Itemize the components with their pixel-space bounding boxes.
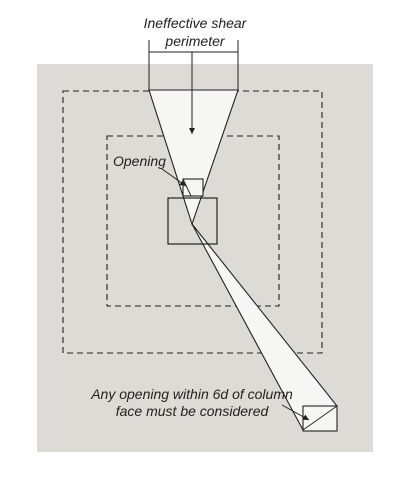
column — [167, 197, 218, 245]
shear-perimeter-label-line1: Ineffective shear — [144, 15, 248, 31]
outer-critical-perimeter — [62, 90, 323, 354]
note-label-line2: face must be considered — [116, 403, 270, 419]
note-leader-arrow — [281, 404, 310, 421]
note-label-line1: Any opening within 6d of column — [90, 386, 293, 402]
far-opening-diagonal — [302, 405, 338, 431]
near-opening — [182, 178, 204, 197]
opening-label: Opening — [113, 153, 166, 169]
opening-leader-arrow — [161, 168, 187, 187]
ineffective-perimeter-wedge — [148, 89, 239, 226]
shear-perimeter-label-line2: perimeter — [164, 33, 225, 49]
